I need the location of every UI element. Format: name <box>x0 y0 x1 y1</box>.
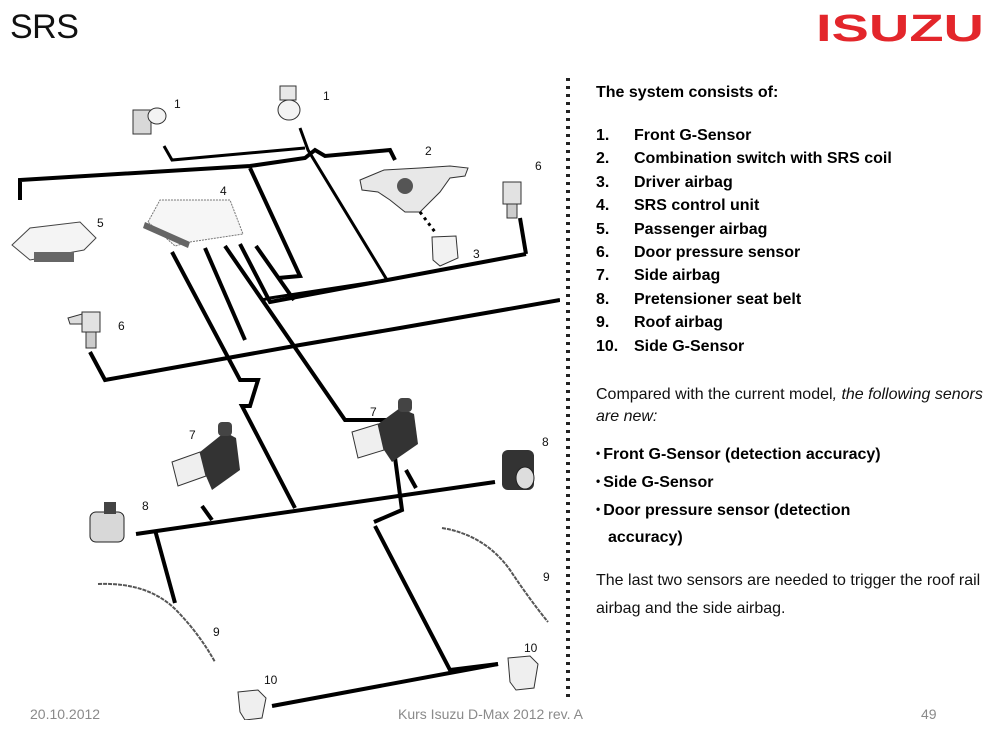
component-srs-control-unit <box>143 199 244 248</box>
slide-title: SRS <box>10 8 79 46</box>
component-side-airbag-seat-left <box>171 422 240 490</box>
wiring-harness <box>18 127 560 708</box>
wire-belt-left-down <box>153 529 177 604</box>
srs-wiring-diagram: 1 1 2 3 4 5 6 6 7 7 8 8 9 9 10 10 <box>11 85 560 720</box>
isuzu-logo: ISUZU <box>816 12 984 44</box>
wire-to-side-sensor-left <box>271 662 499 708</box>
comparison-text: Compared with the current model, the fol… <box>596 385 983 425</box>
component-list-item: 6.Door pressure sensor <box>596 243 801 261</box>
component-list-item: 4.SRS control unit <box>596 197 760 215</box>
callout-5: 5 <box>97 216 104 230</box>
component-list-item: 2.Combination switch with SRS coil <box>596 150 892 168</box>
logo-text: ISUZU <box>816 12 984 44</box>
footer-course: Kurs Isuzu D-Max 2012 rev. A <box>398 706 583 722</box>
footer-date: 20.10.2012 <box>30 706 101 722</box>
callout-4: 4 <box>220 184 227 198</box>
component-door-pressure-sensor-left <box>67 311 101 349</box>
trigger-note: The last two sensors are needed to trigg… <box>596 571 981 617</box>
component-front-g-sensor-left <box>132 107 167 135</box>
callout-10-left: 10 <box>264 673 278 687</box>
component-list-item: 5.Passenger airbag <box>596 220 768 238</box>
callout-1-right: 1 <box>323 89 330 103</box>
component-pretensioner-left <box>89 502 125 543</box>
wire-crossbar <box>135 480 496 536</box>
wire-door-sensor-right <box>518 217 528 255</box>
callout-1-left: 1 <box>174 97 181 111</box>
callout-10-right: 10 <box>524 641 538 655</box>
component-list-item: 3.Driver airbag <box>596 173 733 191</box>
wire-main-top <box>18 147 397 200</box>
new-sensor-item: •Side G-Sensor <box>596 473 714 491</box>
component-door-pressure-sensor-right <box>502 181 522 219</box>
wire-cu-3 <box>223 244 405 524</box>
callout-2: 2 <box>425 144 432 158</box>
wire-to-side-sensor-right <box>373 525 499 673</box>
callout-8-left: 8 <box>142 499 149 513</box>
page-number: 49 <box>921 706 937 722</box>
wire-cu-5 <box>254 244 296 302</box>
callout-7-right: 7 <box>370 405 377 419</box>
wire-door-sensor-left <box>88 298 560 383</box>
new-sensor-item: •Front G-Sensor (detection accuracy) <box>596 445 881 463</box>
callout-9-right: 9 <box>543 570 550 584</box>
callout-6-right: 6 <box>535 159 542 173</box>
new-sensors-list: •Front G-Sensor (detection accuracy) •Si… <box>596 440 986 551</box>
wire-seat-right <box>404 469 418 489</box>
callout-7-left: 7 <box>189 428 196 442</box>
component-list-item: 1.Front G-Sensor <box>596 127 752 144</box>
component-list-item: 7.Side airbag <box>596 267 721 285</box>
callout-8-right: 8 <box>542 435 549 449</box>
component-side-g-sensor-right <box>507 655 539 691</box>
wire-cu-loop <box>248 167 304 280</box>
component-pretensioner-right <box>502 450 535 490</box>
component-passenger-airbag <box>11 221 97 262</box>
component-list-item: 10.Side G-Sensor <box>596 337 745 355</box>
dashed-separator <box>566 78 570 698</box>
description-panel: The system consists of: 1.Front G-Sensor… <box>596 84 986 639</box>
component-roof-airbag-right <box>441 527 549 623</box>
component-front-g-sensor-right <box>277 85 301 121</box>
component-driver-airbag <box>431 235 459 267</box>
callout-3: 3 <box>473 247 480 261</box>
wire-cu-4 <box>238 243 527 305</box>
wire-cu-2 <box>203 247 247 341</box>
wire-seat-left <box>200 504 214 522</box>
component-side-g-sensor-left <box>237 689 267 720</box>
component-combination-switch <box>359 165 469 233</box>
component-list-item: 9.Roof airbag <box>596 314 723 332</box>
component-roof-airbag-left <box>97 582 216 663</box>
wire-front-sensor-left <box>162 145 306 162</box>
callout-9-left: 9 <box>213 625 220 639</box>
system-intro: The system consists of: <box>596 84 779 101</box>
component-side-airbag-seat-right <box>351 398 418 462</box>
component-list: 1.Front G-Sensor 2.Combination switch wi… <box>596 124 986 358</box>
component-list-item: 8.Pretensioner seat belt <box>596 290 802 308</box>
callout-6-left: 6 <box>118 319 125 333</box>
